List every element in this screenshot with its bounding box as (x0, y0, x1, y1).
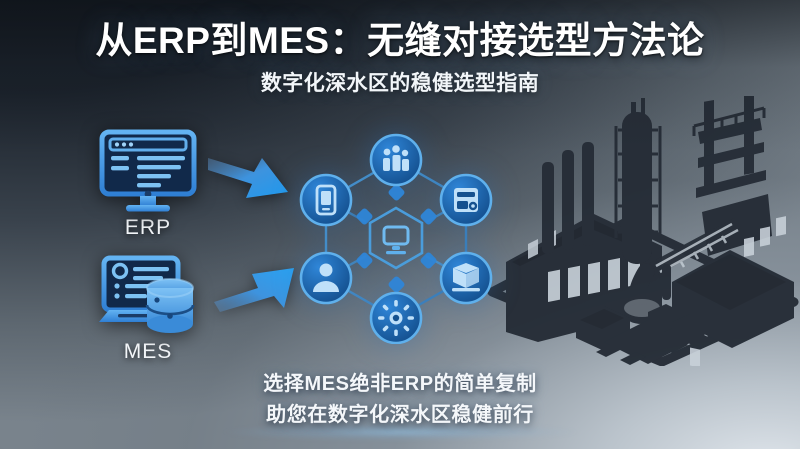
industrial-plant-silhouette (476, 80, 800, 368)
title-block: 从ERP到MES：无缝对接选型方法论 数字化深水区的稳健选型指南 (0, 20, 800, 97)
system-erp: ERP (78, 128, 218, 240)
system-mes-label: MES (123, 340, 173, 363)
page-title: 从ERP到MES：无缝对接选型方法论 (95, 20, 705, 61)
hub-node-user-profile-icon (299, 251, 353, 305)
tagline-line-1: 选择MES绝非ERP的简单复制 (263, 373, 537, 395)
integration-network-diagram (296, 132, 496, 344)
desktop-monitor-icon (78, 128, 218, 214)
arrow-right-down-icon (206, 152, 292, 215)
laptop-database-icon (78, 252, 218, 338)
tagline-line-2: 助您在数字化深水区稳健前行 (266, 404, 534, 426)
tagline-block: 选择MES绝非ERP的简单复制 助您在数字化深水区稳健前行 (0, 369, 800, 431)
hub-node-open-box-icon (439, 251, 493, 305)
hub-node-mobile-phone-icon (299, 173, 353, 227)
arrow-right-up-icon (212, 258, 298, 319)
hub-node-gear-settings-icon (369, 291, 423, 344)
hub-node-team-analytics-icon (369, 133, 423, 187)
hub-node-server-rack-icon (439, 173, 493, 227)
monitor-hexagon-icon (382, 225, 410, 255)
system-erp-label: ERP (124, 216, 172, 239)
page-subtitle: 数字化深水区的稳健选型指南 (260, 72, 540, 96)
system-mes: MES (78, 252, 218, 364)
